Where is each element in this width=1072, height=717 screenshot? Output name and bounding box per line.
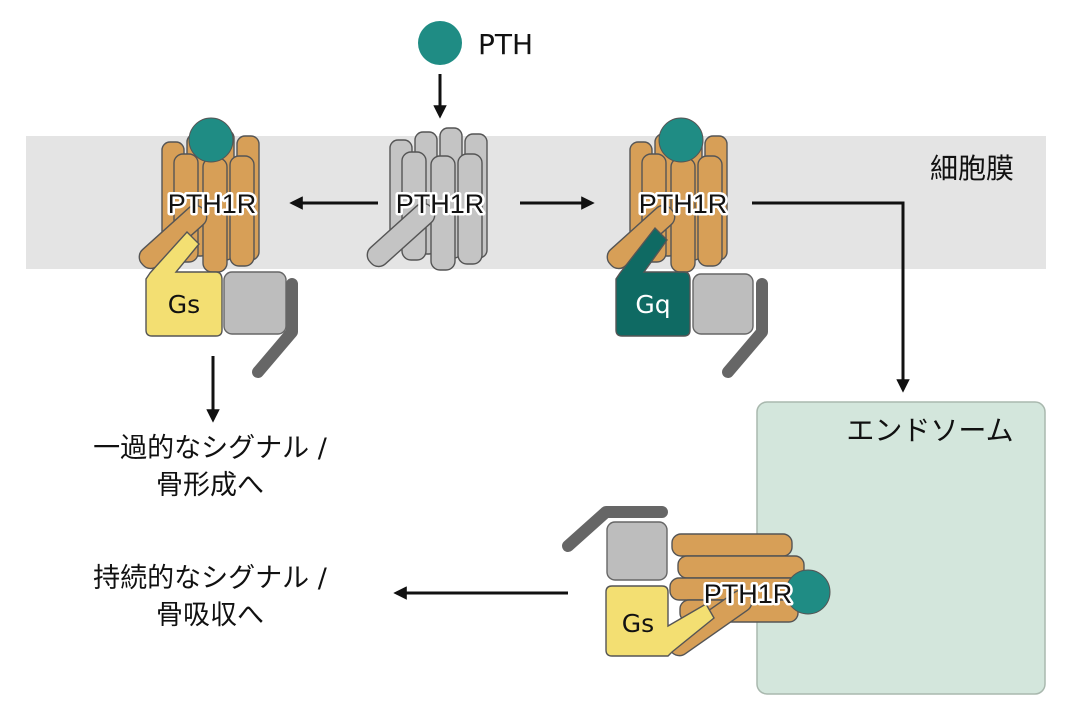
g-gamma-subunit <box>722 278 768 378</box>
sustained-signal-line2: 骨吸収へ <box>156 600 264 631</box>
pth-label: PTH <box>478 28 533 61</box>
g-beta-subunit <box>223 271 287 335</box>
pth-ligand-icon <box>418 21 462 65</box>
gs-label: Gs <box>168 290 200 319</box>
arrow-to-endosome <box>752 201 910 393</box>
sustained-signal-line1: 持続的なシグナル / <box>93 563 327 594</box>
endosome-label: エンドソーム <box>846 414 1013 447</box>
transient-signal-line1: 一過的なシグナル / <box>93 433 327 464</box>
transient-signal-line2: 骨形成へ <box>156 470 264 501</box>
inactive-receptor-label: PTH1R <box>396 189 485 219</box>
gq-label: Gq <box>635 290 670 319</box>
pth-bound-icon <box>785 569 831 615</box>
gs-receptor-label: PTH1R <box>168 189 257 219</box>
sustained-signal-caption: 持続的なシグナル / 骨吸収へ <box>40 560 380 634</box>
pth-bound-icon <box>188 117 234 163</box>
gs-alpha-subunit <box>145 230 223 337</box>
endosomal-receptor-label: PTH1R <box>704 579 793 609</box>
endosomal-gs-label: Gs <box>622 609 654 638</box>
gq-receptor-label: PTH1R <box>639 189 728 219</box>
pth-bound-icon <box>658 117 704 163</box>
gq-alpha-subunit <box>615 226 691 337</box>
transient-signal-caption: 一過的なシグナル / 骨形成へ <box>40 430 380 504</box>
gs-alpha-subunit <box>605 585 715 657</box>
g-beta-subunit <box>606 521 668 581</box>
membrane-label: 細胞膜 <box>930 152 1014 185</box>
g-gamma-subunit <box>252 278 298 378</box>
g-beta-subunit <box>692 273 754 335</box>
g-gamma-subunit <box>562 506 668 552</box>
